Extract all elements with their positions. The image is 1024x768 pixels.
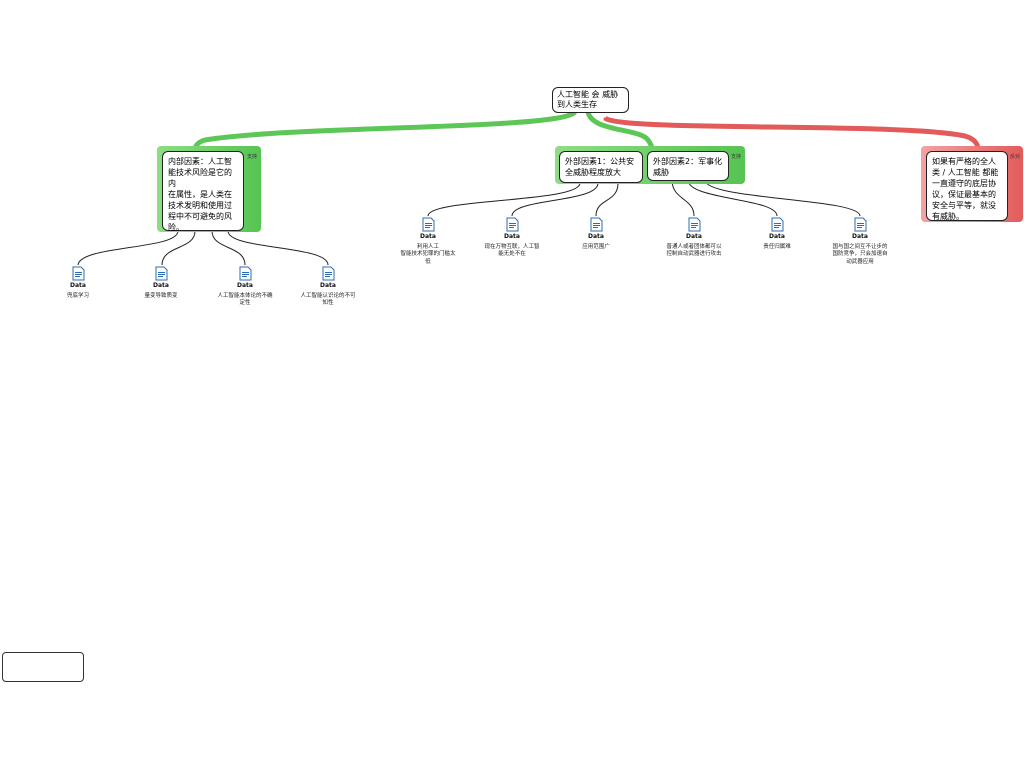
branch-node-external1[interactable]: 外部因素1：公共安 全威胁程度放大	[559, 151, 643, 183]
leaf-text: 利用人工 智能技术犯罪的门槛太 低	[400, 243, 456, 265]
leaf-connectors-internal	[77, 230, 329, 266]
leaf-label: Data	[769, 233, 785, 240]
support-tag-internal: 支持	[247, 154, 258, 160]
leaf-data-7[interactable]: Data 应用范围广	[551, 217, 641, 251]
data-document-icon	[155, 266, 167, 281]
leaf-text: 人工智能认识论的不可 知性	[300, 292, 356, 307]
branch-node-external2[interactable]: 外部因素2：军事化 威胁	[647, 151, 729, 181]
root-node[interactable]: 人工智能 会 威胁 到人类生存	[552, 87, 629, 113]
leaf-text: 人工智能本体论的不确 定性	[217, 292, 273, 307]
leaf-connectors-external2	[671, 179, 861, 217]
leaf-data-9[interactable]: Data 责任归属难	[732, 217, 822, 251]
leaf-label: Data	[237, 282, 253, 289]
leaf-text: 应用范围广	[582, 243, 610, 250]
leaf-data-6[interactable]: Data 现在万物互联，人工智 能无处不在	[467, 217, 557, 259]
leaf-text: 国与国之间互不让步的 国防竞争，只会加速自 动武器应用	[832, 243, 888, 265]
leaf-label: Data	[153, 282, 169, 289]
empty-node-box[interactable]	[2, 652, 84, 682]
leaf-label: Data	[686, 233, 702, 240]
data-document-icon	[72, 266, 84, 281]
branch-node-counter[interactable]: 如果有严格的全人 类 / 人工智能 都能 一直遵守的底层协 议，保证最基本的 安…	[926, 151, 1008, 221]
data-document-icon	[688, 217, 700, 232]
support-connector-external	[585, 111, 655, 151]
leaf-data-10[interactable]: Data 国与国之间互不让步的 国防竞争，只会加速自 动武器应用	[815, 217, 905, 266]
leaf-label: Data	[70, 282, 86, 289]
leaf-label: Data	[504, 233, 520, 240]
leaf-text: 现在万物互联，人工智 能无处不在	[484, 243, 540, 258]
leaf-text: 兜底学习	[66, 292, 89, 299]
data-document-icon	[239, 266, 251, 281]
data-document-icon	[506, 217, 518, 232]
leaf-text: 普通人或者团体都可以 控制自动武器进行攻击	[666, 243, 722, 258]
data-document-icon	[422, 217, 434, 232]
leaf-data-1[interactable]: Data 兜底学习	[33, 266, 123, 300]
branch-node-internal[interactable]: 内部因素：人工智 能技术风险是它的 内 在属性，是人类在 技术发明和使用过 程中…	[162, 151, 244, 232]
leaf-data-8[interactable]: Data 普通人或者团体都可以 控制自动武器进行攻击	[649, 217, 739, 259]
data-document-icon	[771, 217, 783, 232]
data-document-icon	[322, 266, 334, 281]
leaf-text: 责任归属难	[763, 243, 791, 250]
leaf-label: Data	[852, 233, 868, 240]
leaf-connectors-external1	[427, 182, 619, 217]
leaf-data-3[interactable]: Data 人工智能本体论的不确 定性	[200, 266, 290, 308]
leaf-data-4[interactable]: Data 人工智能认识论的不可 知性	[283, 266, 373, 308]
leaf-label: Data	[420, 233, 436, 240]
leaf-label: Data	[320, 282, 336, 289]
data-document-icon	[854, 217, 866, 232]
support-tag-external: 支持	[731, 154, 742, 160]
leaf-data-2[interactable]: Data 量变导致质变	[116, 266, 206, 300]
support-connector-internal	[192, 109, 577, 151]
leaf-text: 量变导致质变	[144, 292, 178, 299]
leaf-label: Data	[588, 233, 604, 240]
leaf-data-5[interactable]: Data 利用人工 智能技术犯罪的门槛太 低	[383, 217, 473, 266]
oppose-tag-counter: 反对	[1010, 154, 1021, 160]
oppose-connector-counter	[603, 115, 981, 151]
data-document-icon	[590, 217, 602, 232]
